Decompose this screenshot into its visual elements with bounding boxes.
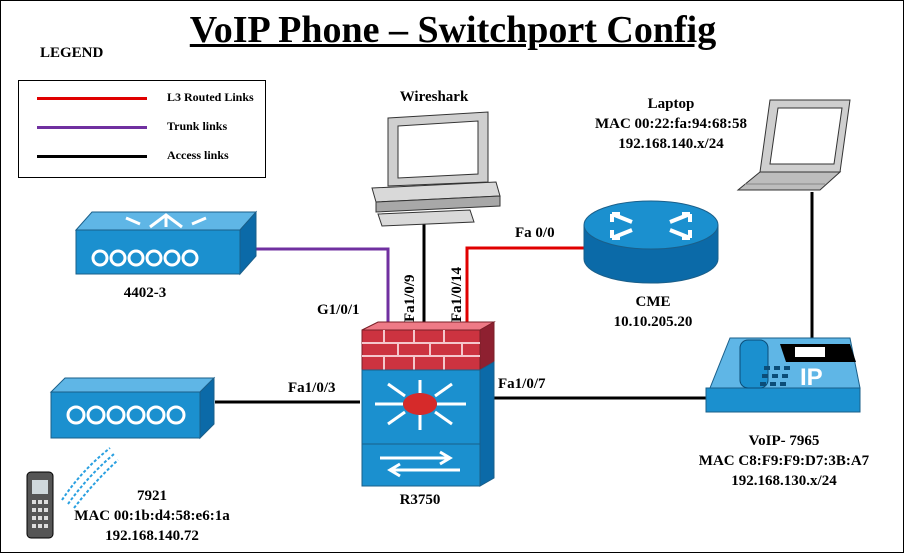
- router-icon: [583, 200, 719, 284]
- wireless-phone-icon: [26, 447, 119, 539]
- legend-heading: LEGEND: [40, 45, 104, 61]
- legend-item-routed: L3 Routed Links: [19, 87, 265, 111]
- ip-phone-icon: [705, 337, 861, 413]
- port-label-fa109: Fa1/0/9: [402, 274, 418, 323]
- laptop-ip: 192.168.140.x/24: [618, 136, 724, 152]
- legend-swatch-trunk: [37, 126, 147, 129]
- links: [215, 192, 814, 404]
- ap-phone-label: 7921: [137, 488, 167, 504]
- port-label-fa00: Fa 0/0: [515, 225, 555, 241]
- voip-label: VoIP- 7965: [748, 433, 820, 449]
- voip-mac: MAC C8:F9:F9:D7:3B:A7: [698, 453, 870, 469]
- legend-label-trunk: Trunk links: [167, 119, 228, 133]
- laptop-mac: MAC 00:22:fa:94:68:58: [594, 116, 748, 132]
- legend-swatch-routed: [37, 97, 147, 100]
- routed-link-cme: [465, 246, 585, 324]
- ip-phone-icon-text: IP: [800, 364, 823, 391]
- trunk-link-wlc: [240, 247, 390, 324]
- wlc-icon: [74, 210, 258, 276]
- access-point-icon: [49, 376, 216, 440]
- cme-label: CME: [635, 294, 671, 310]
- cme-ip: 10.10.205.20: [613, 314, 693, 330]
- ap-phone-ip: 192.168.140.72: [105, 528, 199, 544]
- pc-icon: [371, 111, 501, 227]
- wlc-label: 4402-3: [123, 285, 167, 301]
- port-label-fa107: Fa1/0/7: [498, 376, 546, 392]
- diagram-title: VoIP Phone – Switchport Config: [189, 9, 717, 51]
- switch-label: R3750: [399, 492, 441, 508]
- port-label-fa1014: Fa1/0/14: [449, 267, 465, 322]
- ap-phone-mac: MAC 00:1b:d4:58:e6:1a: [74, 508, 230, 524]
- legend-item-access: Access links: [19, 145, 265, 169]
- legend-label-access: Access links: [167, 148, 229, 162]
- legend-swatch-access: [37, 155, 147, 158]
- laptop-label: Laptop: [647, 96, 695, 112]
- legend-label-routed: L3 Routed Links: [167, 90, 254, 104]
- port-label-fa103: Fa1/0/3: [288, 380, 336, 396]
- port-label-g101: G1/0/1: [317, 302, 360, 318]
- legend: L3 Routed Links Trunk links Access links: [18, 80, 266, 178]
- switch-icon: [361, 321, 496, 487]
- wireshark-label: Wireshark: [399, 89, 469, 105]
- laptop-icon: [736, 99, 851, 191]
- voip-ip: 192.168.130.x/24: [731, 473, 837, 489]
- legend-item-trunk: Trunk links: [19, 116, 265, 140]
